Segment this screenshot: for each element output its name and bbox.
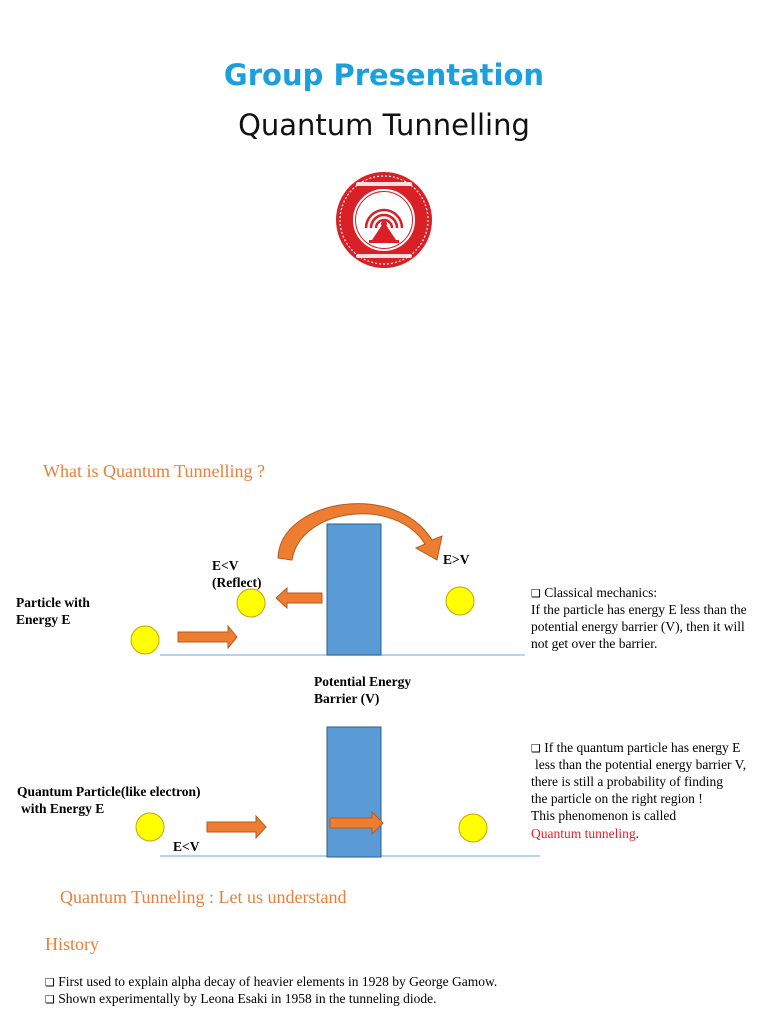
section-heading-what-is: What is Quantum Tunnelling ? [43, 461, 265, 481]
history-item-text: First used to explain alpha decay of hea… [58, 974, 498, 989]
quantum-energy-label: E<V [173, 839, 200, 854]
quantum-line4: the particle on the right region ! [531, 791, 703, 806]
arrow-left-icon [275, 586, 323, 610]
arrow-right-icon [206, 814, 267, 840]
checkbox-icon: ❑ [531, 587, 541, 600]
curved-arrow-icon [277, 503, 443, 561]
quantum-line1-text: If the quantum particle has energy E [544, 740, 741, 755]
checkbox-icon: ❑ [531, 742, 541, 755]
reflect-label-line1: E<V [212, 558, 239, 573]
barrier-label-line2: Barrier (V) [314, 691, 380, 706]
particle-reflected [236, 588, 266, 618]
barrier-label-line1: Potential Energy [314, 674, 412, 689]
quantum-particle-label-line1: Quantum Particle(like electron) [17, 784, 201, 799]
potential-barrier-top [326, 523, 382, 656]
presentation-title: Group Presentation [223, 58, 545, 92]
quantum-highlight-line: Quantum tunneling. [531, 825, 639, 842]
history-item-text: Shown experimentally by Leona Esaki in 1… [58, 991, 437, 1006]
particle-incoming [130, 625, 160, 655]
quantum-particle-incoming [135, 812, 165, 842]
classical-line1: If the particle has energy E less than t… [531, 602, 747, 617]
history-item: ❑ Shown experimentally by Leona Esaki in… [45, 990, 437, 1008]
quantum-period: . [635, 826, 639, 841]
quantum-particle-label-line2: with Energy E [21, 801, 105, 816]
history-item: ❑ First used to explain alpha decay of h… [45, 973, 497, 991]
quantum-line3: there is still a probability of finding [531, 774, 723, 789]
classical-title: ❑ Classical mechanics: [531, 584, 657, 602]
quantum-line5: This phenomenon is called [531, 808, 677, 823]
presentation-subtitle: Quantum Tunnelling [238, 108, 530, 142]
quantum-particle-transmitted [458, 813, 488, 843]
quantum-line1: ❑ If the quantum particle has energy E [531, 739, 740, 757]
classical-title-text: Classical mechanics: [544, 585, 658, 600]
institute-seal-icon [336, 172, 432, 268]
particle-label-line1: Particle with [16, 595, 90, 610]
classical-line2: potential energy barrier (V), then it wi… [531, 619, 745, 634]
arrow-through-barrier-icon [329, 810, 384, 836]
arrow-right-icon [177, 624, 238, 650]
particle-transmitted [445, 586, 475, 616]
potential-barrier-bottom [326, 726, 382, 858]
pass-label: E>V [443, 552, 470, 567]
checkbox-icon: ❑ [45, 976, 55, 989]
checkbox-icon: ❑ [45, 993, 55, 1006]
reflect-label-line2: (Reflect) [212, 575, 262, 590]
classical-line3: not get over the barrier. [531, 636, 658, 651]
quantum-line2: less than the potential energy barrier V… [535, 757, 747, 772]
particle-label-line2: Energy E [16, 612, 71, 627]
section-heading-understand: Quantum Tunneling : Let us understand [60, 887, 347, 907]
history-heading: History [45, 934, 99, 954]
quantum-tunneling-highlight: Quantum tunneling [531, 826, 636, 841]
